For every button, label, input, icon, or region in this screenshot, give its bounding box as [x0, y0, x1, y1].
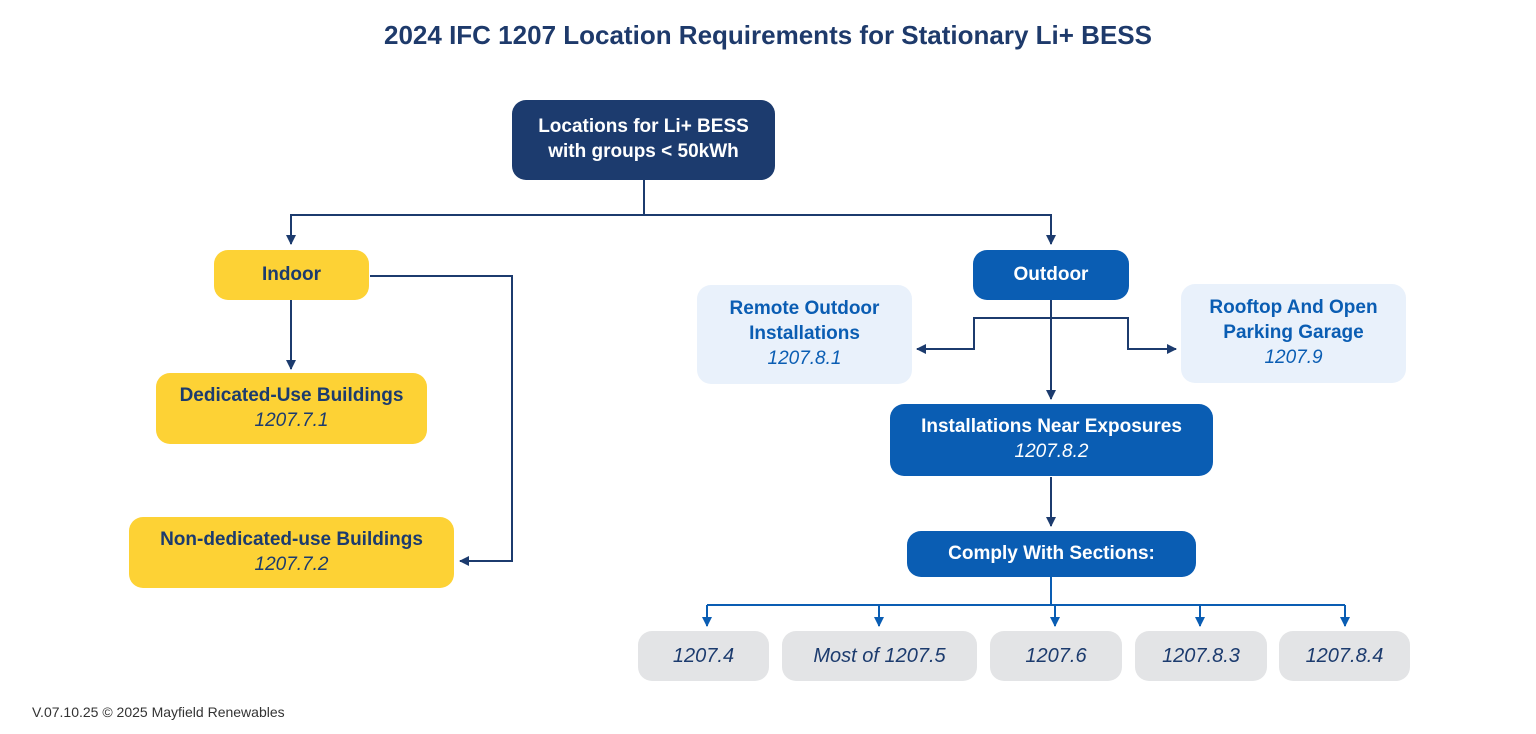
- remote-outdoor-line1: Remote Outdoor: [729, 298, 880, 320]
- near-exposures-code: 1207.8.2: [1014, 441, 1089, 462]
- remote-outdoor-line2: Installations: [749, 323, 860, 345]
- dedicated-use-node: Dedicated-Use Buildings 1207.7.1: [156, 373, 427, 444]
- indoor-node-label: Indoor: [261, 263, 322, 285]
- indoor-node: Indoor: [214, 250, 369, 300]
- rooftop-line1: Rooftop And Open: [1209, 297, 1378, 319]
- section-label: 1207.8.4: [1305, 645, 1384, 667]
- non-dedicated-use-code: 1207.7.2: [254, 553, 329, 575]
- comply-node: Comply With Sections:: [907, 531, 1196, 577]
- footer-version-copyright: V.07.10.25 © 2025 Mayfield Renewables: [32, 704, 285, 720]
- root-node-line1: Locations for Li+ BESS: [538, 116, 749, 138]
- near-exposures-node: Installations Near Exposures 1207.8.2: [890, 404, 1213, 476]
- dedicated-use-code: 1207.7.1: [254, 409, 329, 431]
- root-node-line2: with groups < 50kWh: [548, 141, 739, 162]
- rooftop-node: Rooftop And Open Parking Garage 1207.9: [1181, 284, 1406, 383]
- rooftop-line2: Parking Garage: [1223, 322, 1364, 344]
- section-label: Most of 1207.5: [813, 645, 946, 667]
- near-exposures-label: Installations Near Exposures: [921, 416, 1182, 438]
- section-node-1207-8-3: 1207.8.3: [1135, 631, 1267, 681]
- root-to-outdoor-connector: [644, 214, 1056, 245]
- root-to-indoor-connector: [286, 180, 645, 245]
- remote-outdoor-node: Remote Outdoor Installations 1207.8.1: [697, 285, 912, 384]
- page-title: 2024 IFC 1207 Location Requirements for …: [384, 20, 1152, 50]
- section-label: 1207.6: [1025, 645, 1087, 667]
- outdoor-to-rooftop-connector: [1051, 317, 1177, 354]
- dedicated-use-label: Dedicated-Use Buildings: [179, 384, 404, 406]
- comply-to-sections-connector: [707, 577, 1345, 606]
- outdoor-node-label: Outdoor: [1013, 263, 1089, 285]
- section-node-1207-4: 1207.4: [638, 631, 769, 681]
- non-dedicated-use-label: Non-dedicated-use Buildings: [160, 528, 423, 550]
- section-label: 1207.4: [672, 645, 735, 667]
- remote-outdoor-code: 1207.8.1: [767, 347, 842, 369]
- comply-label: Comply With Sections:: [948, 542, 1155, 564]
- outdoor-to-remote-connector: [916, 300, 1052, 354]
- section-node-1207-6: 1207.6: [990, 631, 1122, 681]
- non-dedicated-use-node: Non-dedicated-use Buildings 1207.7.2: [129, 517, 454, 588]
- outdoor-node: Outdoor: [973, 250, 1129, 300]
- section-label: 1207.8.3: [1162, 645, 1240, 667]
- root-node: Locations for Li+ BESS with groups < 50k…: [512, 100, 775, 180]
- section-node-1207-5: Most of 1207.5: [782, 631, 977, 681]
- indoor-to-non-dedicated-connector: [370, 275, 513, 566]
- section-node-1207-8-4: 1207.8.4: [1279, 631, 1410, 681]
- rooftop-code: 1207.9: [1264, 346, 1323, 368]
